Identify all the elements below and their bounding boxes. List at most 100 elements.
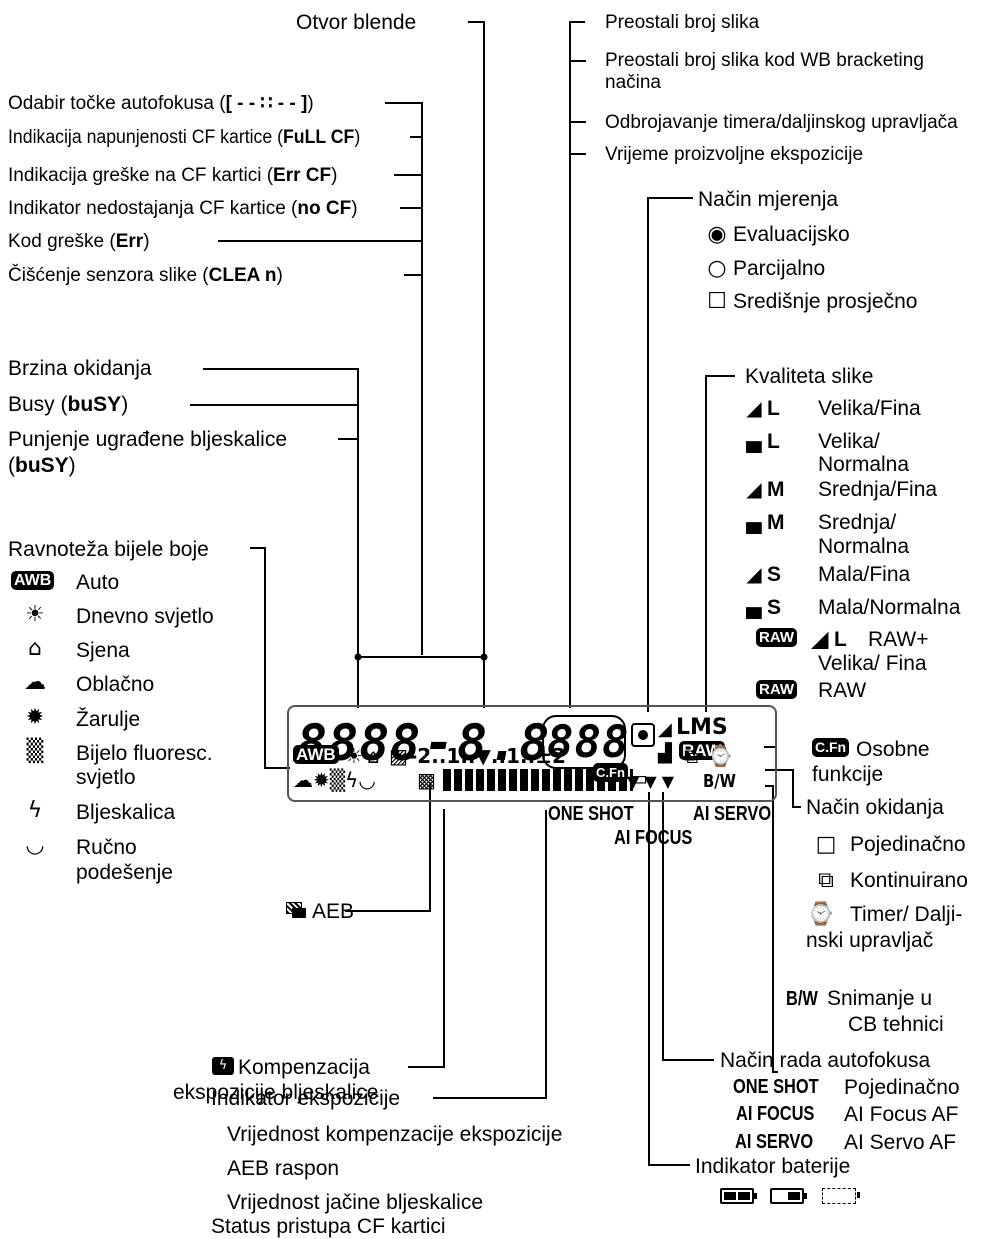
cfn-label: Osobne [856,738,930,761]
wb-fluorescent-label: Bijelo fluoresc. [76,742,213,765]
wb-daylight-label: Dnevno svjetlo [76,605,214,628]
wb-tungsten-label: Žarulje [76,708,141,731]
label-no-cf: Indikator nedostajanja CF kartice (no CF… [8,198,358,219]
wb-shade-label: Sjena [76,639,130,662]
flash-comp-icon: ϟ [212,1057,234,1075]
aperture-digits: 8.8 [457,714,551,772]
wb-flash-label: Bljeskalica [76,801,176,824]
cfn-label-2: funkcije [812,763,884,786]
drive-continuous-label: Kontinuirano [850,869,968,892]
dash-segment: - [424,714,456,772]
quality-raw-plus-label: RAW+ [868,628,929,651]
quality-medium-normal-icon: ▄ [746,510,762,534]
quality-small-fine-label: Mala/Fina [818,563,911,586]
flash-comp-label: Kompenzacija [238,1056,370,1079]
label-odbrojavanje: Odbrojavanje timera/daljinskog upravljač… [605,112,958,133]
lcd-battery-icon: ▭ [629,766,648,790]
battery-full-icon [720,1188,757,1204]
quality-large-normal-size: L [767,430,780,453]
quality-title: Kvaliteta slike [745,365,874,388]
quality-medium-normal-size: M [767,511,785,534]
quality-raw-plus-badge: RAW [756,628,797,647]
label-preostali: Preostali broj slika [605,12,760,33]
wb-auto-label: Auto [76,571,120,594]
shots-remaining-digits: 888 [547,717,630,768]
label-punjenje: Punjenje ugrađene bljeskalice [8,428,288,451]
label-brzina: Brzina okidanja [8,357,152,380]
lcd-af-ai-focus: AI FOCUS [614,827,693,849]
lcd-awb-badge: AWB [293,745,339,764]
metering-partial-label: Parcijalno [733,257,826,280]
drive-single-label: Pojedinačno [850,833,966,856]
wb-fluorescent-icon: ▒ [26,739,44,764]
quality-large-fine-label: Velika/Fina [818,397,921,420]
af-ai-servo-code: AI SERVO [735,1131,814,1153]
quality-raw-badge: RAW [756,680,797,699]
quality-small-normal-label: Mala/Normalna [818,596,961,619]
battery-title: Indikator baterije [695,1155,851,1178]
drive-timer-label-2: nski upravljač [806,929,934,952]
bw-label: Snimanje u [827,987,933,1010]
quality-large-normal-icon: ▄ [746,429,762,453]
quality-fine-icon: ◢ [658,719,672,740]
quality-large-fine-icon: ◢ [746,396,762,420]
quality-medium-normal-label: Srednja/ [818,511,897,534]
label-af-point: Odabir točke autofokusa ([ - - ∷ - - ]) [8,93,314,114]
wb-fluorescent-label-2: svjetlo [76,766,136,789]
wb-custom-icon: ◡ [25,833,45,858]
lcd-timer-icon: ⌚ [708,744,733,768]
af-one-shot-code: ONE SHOT [733,1076,819,1098]
af-ai-focus-label: AI Focus AF [844,1103,959,1126]
quality-normal-icon: ▟ [658,743,672,764]
wb-custom-label-2: podešenje [76,861,173,884]
wb-cloudy-icon: ☁ [24,670,46,695]
lcd-shade-icon: ⌂ [367,744,380,768]
quality-small-fine-icon: ◢ [746,562,762,586]
quality-medium-fine-icon: ◢ [746,477,762,501]
quality-letters: LMS [676,715,728,740]
metering-partial-icon: ○ [707,256,727,281]
bw-code: B/W [786,988,818,1010]
label-err-cf: Indikacija greške na CF kartici (Err CF) [8,165,338,186]
lcd-af-triangles: ▼ ▼ ▼ [627,772,675,791]
af-mode-title: Način rada autofokusa [720,1049,931,1072]
label-otvor-blende: Otvor blende [296,11,417,34]
lcd-bw: B/W [703,771,736,792]
lcd-flash-comp-icon: ▩ [417,768,436,792]
metering-icon [631,723,655,747]
label-busy: Busy (buSY) [8,393,129,416]
wb-custom-label: Ručno [76,836,137,859]
exposure-cf-status: Status pristupa CF kartici [211,1215,446,1238]
lcd-daylight-icon: ☀ [345,744,363,768]
drive-single-icon: □ [815,832,837,857]
quality-medium-normal-label-2: Normalna [818,535,910,558]
label-error-code: Kod greške (Err) [8,231,150,252]
wb-shade-icon: ⌂ [28,636,42,661]
exposure-item-aeb: AEB raspon [227,1157,340,1180]
drive-timer-icon: ⌚ [807,902,835,927]
exposure-title: Indikator ekspozicije [211,1087,401,1110]
quality-small-normal-size: S [767,596,782,619]
quality-raw-plus-size: ◢ L [812,628,847,651]
label-punjenje-2: (buSY) [8,454,76,477]
wb-flash-icon: ϟ [27,798,43,823]
quality-small-fine-size: S [767,563,782,586]
lcd-af-ai-servo: AI SERVO [693,803,772,825]
lcd-exposure-bars [443,769,633,791]
quality-large-normal-label-2: Normalna [818,453,910,476]
quality-medium-fine-label: Srednja/Fina [818,478,938,501]
metering-title: Način mjerenja [698,188,839,211]
label-sensor-clean: Čišćenje senzora slike (CLEA n) [8,265,283,286]
shots-remaining-frame [542,715,626,769]
flash-comp-label-2: ekspozicije bljeskalice [173,1081,379,1104]
quality-medium-fine-size: M [767,478,785,501]
quality-raw-plus-label-2: Velika/ Fina [818,652,927,675]
lcd-wb-icons-row: ☁✹▒ϟ◡ [293,768,376,792]
lcd-exposure-scale: -2..1..▼..1..±2 [409,744,566,768]
wb-daylight-icon: ☀ [25,602,45,627]
quality-large-fine-size: L [767,397,780,420]
quality-small-normal-icon: ▄ [746,595,762,619]
label-preostali-wb-2: načina [605,72,661,93]
label-vrijeme: Vrijeme proizvoljne ekspozicije [605,144,864,165]
metering-evaluative-icon: ◉ [707,222,727,247]
